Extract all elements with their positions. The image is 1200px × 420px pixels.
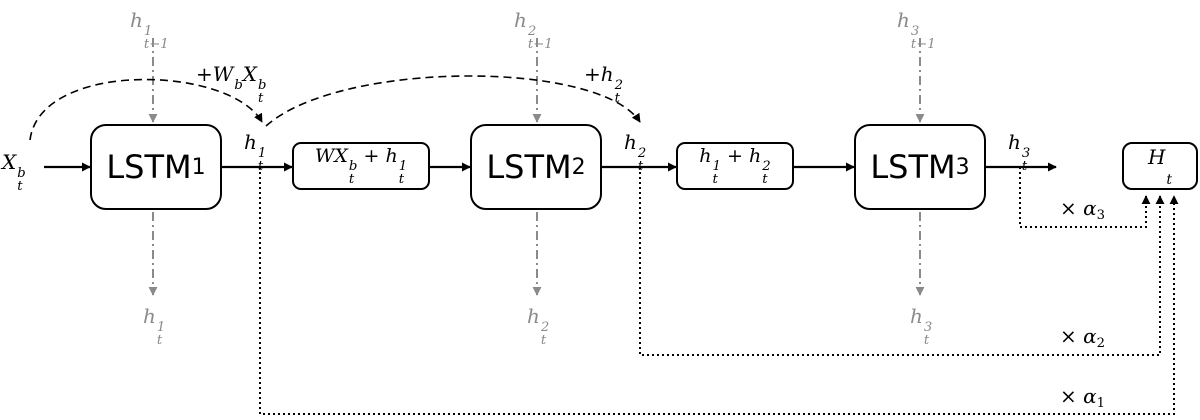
op2-plus: + [727,145,743,168]
op2-h1-sub: t [712,172,718,188]
hidden-2-base: h [624,130,637,154]
lstm-3-index: 3 [955,154,970,180]
op1-h-sup: 1 [398,159,408,175]
state-out-2-base: h [527,304,540,328]
state-out-3-sub: t [923,333,930,349]
prev-state-1-sub: t−1 [143,37,169,53]
op2-h1: h [699,145,712,168]
lstm-3-name: LSTM [870,148,956,186]
skip1-x-sup: b [258,77,267,93]
skip1-prefix: + [196,62,213,86]
alpha3-index: 3 [1096,208,1106,223]
alpha1-symbol: α [1083,384,1097,408]
hidden-1-sup: 1 [257,145,267,161]
prev-state-3-sup: 3 [910,23,920,39]
multiplier-alpha-2: × α2 [1060,324,1105,351]
state-out-3-sup: 3 [923,319,933,335]
state-out-3-base: h [910,304,923,328]
op2-h2-sup: 2 [762,159,771,175]
skip2-h-sup: 2 [614,77,624,93]
state-out-1-base: h [143,304,156,328]
state-out-1-sub: t [156,333,163,349]
op1-x-sub: t [348,172,355,188]
op2-h2-sub: t [762,172,768,188]
hidden-2-sub: t [637,159,644,175]
output-sub: t [1166,171,1173,188]
op2-h2: h [749,145,762,168]
alpha1-index: 1 [1096,396,1106,411]
output-base: H [1147,145,1166,170]
op1-plus: + [363,145,380,168]
alpha2-times: × [1060,324,1077,348]
op2-h1-sup: 1 [712,159,721,175]
op1-h-sub: t [398,172,405,188]
op1-x: X [334,145,348,168]
lstm-1-name: LSTM [106,148,192,186]
hidden-3-sub: t [1021,159,1028,175]
input-sup: b [17,165,26,181]
prev-state-3-sub: t−1 [910,37,936,53]
lstm-1-index: 1 [191,154,206,180]
lstm-2-index: 2 [571,154,586,180]
prev-state-2-sup: 2 [527,23,537,39]
skip2-h-sub: t [614,91,620,107]
skip2-prefix: + [584,62,601,86]
lstm-2-name: LSTM [486,148,572,186]
state-out-1-sup: 1 [156,319,166,335]
skip1-w-sup: b [234,77,243,93]
hidden-1-base: h [244,130,257,154]
skip1-w: W [212,62,234,86]
input-sub: t [17,179,23,195]
hidden-2-sup: 2 [637,145,647,161]
multiplier-alpha-3: × α3 [1060,196,1105,223]
prev-state-2-base: h [514,8,527,32]
state-out-2-sup: 2 [540,319,550,335]
alpha3-times: × [1060,196,1077,220]
dotted-path-alpha1 [259,167,1179,415]
input-base: X [2,150,17,174]
hidden-1-sub: t [257,159,264,175]
alpha2-index: 2 [1096,336,1106,351]
skip-arrow-h1-to-h2 [265,75,641,127]
hidden-3-base: h [1008,130,1021,154]
prev-state-3-base: h [897,8,910,32]
alpha3-symbol: α [1083,196,1097,220]
alpha2-symbol: α [1083,324,1097,348]
op1-h: h [385,145,398,168]
op1-w: W [314,145,335,168]
alpha1-times: × [1060,384,1077,408]
skip1-x-sub: t [258,91,264,107]
hidden-3-sup: 3 [1021,145,1031,161]
skip-arrow-input-to-h1 [29,78,263,141]
op1-x-sup: b [348,159,358,175]
prev-state-2-sub: t−1 [527,37,553,53]
prev-state-1-base: h [130,8,143,32]
skip1-x: X [242,62,258,86]
dotted-path-alpha3 [1019,167,1151,228]
multiplier-alpha-1: × α1 [1060,384,1105,411]
prev-state-1-sup: 1 [143,23,153,39]
state-out-2-sub: t [540,333,547,349]
skip2-h: h [600,62,614,86]
